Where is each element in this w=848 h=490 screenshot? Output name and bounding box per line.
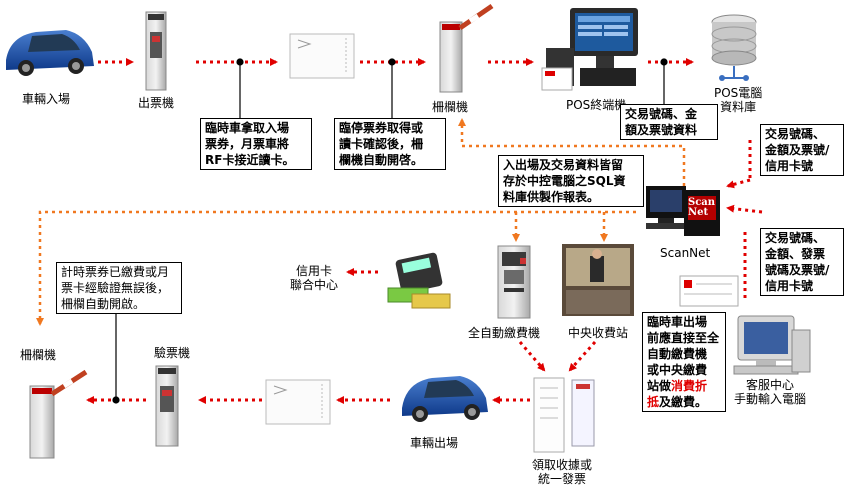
note-line: 信用卡號 (765, 159, 814, 173)
note-line: 票卡經驗證無誤後， (61, 281, 170, 295)
note-connectors (112, 58, 668, 404)
receipt-card-image (679, 275, 739, 307)
pos-terminal-label: POS終端機 (566, 98, 627, 112)
database-image (711, 14, 757, 81)
central-station-label: 中央收費站 (568, 326, 629, 340)
note-line: 入出場及交易資料皆留 (503, 158, 624, 172)
auto-pay-label: 全自動繳費機 (468, 326, 541, 340)
barrier-entry-image (439, 3, 494, 93)
pos-db-label-line1: POS電腦 (714, 86, 763, 100)
credit-center-label-line2: 聯合中心 (290, 278, 339, 292)
scannet-logo-top: Scan (688, 197, 716, 208)
note-line: RF卡接近讀卡。 (205, 153, 295, 167)
credit-center-label-line1: 信用卡 (296, 264, 333, 278)
note-text: 及繳費。 (659, 395, 708, 409)
central-station-image (562, 244, 634, 316)
credit-center-label: 信用卡 聯合中心 (290, 264, 338, 292)
note-service-data: 交易號碼、 金額、發票 號碼及票號/ 信用卡號 (760, 228, 844, 296)
note-line: 信用卡號 (765, 279, 814, 293)
service-center-label: 客服中心 手動輸入電腦 (734, 378, 806, 406)
note-db-to-scannet: 交易號碼、 金額及票號/ 信用卡號 (760, 124, 844, 176)
receipt-label-line2: 統一發票 (538, 472, 587, 486)
note-line-mixed: 抵及繳費。 (647, 394, 721, 410)
note-line: 票券，月票車將 (205, 137, 290, 151)
note-line: 柵欄自動開啟。 (61, 297, 146, 311)
pos-terminal-image (541, 8, 638, 91)
receipt-paper-image (533, 377, 595, 453)
note-line: 交易號碼、 (765, 127, 826, 141)
note-line: 臨時車出場 (647, 315, 708, 329)
scannet-logo-bottom: Net (688, 207, 709, 218)
note-line: 自動繳費機 (647, 347, 708, 361)
note-line: 交易號碼、金 (625, 107, 698, 121)
note-line: 欄機自動開啓。 (339, 153, 424, 167)
note-line: 存於中控電腦之SQL資 (503, 174, 626, 188)
receipt-label-line1: 領取收據或 (532, 458, 593, 472)
parking-ticket-image (289, 33, 355, 79)
note-line: 臨停票券取得或 (339, 121, 424, 135)
service-center-computer-image (733, 315, 811, 375)
car-entry-label: 車輛入場 (22, 92, 71, 106)
car-exit-image (402, 376, 488, 422)
car-entry-image (6, 30, 94, 76)
barrier-entry-label: 柵欄機 (432, 100, 469, 114)
note-line: 交易號碼、 (765, 231, 826, 245)
service-center-label-line1: 客服中心 (746, 378, 795, 392)
pos-db-label-line2: 資料庫 (720, 100, 757, 114)
pos-db-label: POS電腦 資料庫 (714, 86, 762, 114)
data-flow-arrows (36, 118, 686, 326)
car-exit-label: 車輛出場 (410, 436, 459, 450)
validator-label: 驗票機 (154, 346, 191, 360)
service-center-label-line2: 手動輸入電腦 (734, 392, 807, 406)
scannet-computer-image (646, 186, 720, 236)
note-barrier-open: 臨停票券取得或 讀卡確認後，柵 欄機自動開啓。 (334, 118, 446, 170)
note-exit-verify: 計時票券已繳費或月 票卡經驗證無誤後， 柵欄自動開啟。 (56, 262, 182, 314)
ticket-machine-label: 出票機 (138, 96, 175, 110)
note-text: 站做 (647, 379, 672, 393)
note-line: 或中央繳費 (647, 363, 708, 377)
note-line: 額及票號資料 (625, 123, 698, 137)
validator-machine-image (155, 365, 179, 447)
note-entry-card: 臨時車拿取入場 票券，月票車將 RF卡接近讀卡。 (200, 118, 312, 170)
note-line: 計時票券已繳費或月 (61, 265, 170, 279)
note-discount: 臨時車出場 前應直接至全 自動繳費機 或中央繳費 站做消費折 抵及繳費。 (642, 312, 726, 412)
note-line: 臨時車拿取入場 (205, 121, 290, 135)
credit-terminal-image (387, 252, 451, 309)
highlight-discount: 消費折 (671, 379, 708, 393)
note-pos-data: 交易號碼、金 額及票號資料 (620, 104, 718, 140)
note-line: 號碼及票號/ (765, 263, 830, 277)
note-line: 前應直接至全 (647, 331, 720, 345)
note-sql-store: 入出場及交易資料皆留 存於中控電腦之SQL資 料庫供製作報表。 (498, 155, 644, 207)
note-line-mixed: 站做消費折 (647, 378, 721, 394)
parking-ticket-exit-image (265, 379, 331, 425)
highlight-discount-end: 抵 (647, 395, 660, 409)
receipt-label: 領取收據或 統一發票 (532, 458, 592, 486)
note-line: 金額、發票 (765, 247, 826, 261)
barrier-exit-image (29, 369, 88, 459)
scannet-logo: Scan Net (688, 198, 715, 218)
ticket-machine-image (145, 11, 167, 91)
note-line: 讀卡確認後，柵 (339, 137, 424, 151)
auto-pay-machine-image (497, 245, 531, 319)
barrier-exit-label: 柵欄機 (20, 348, 57, 362)
scannet-label: ScanNet (660, 246, 711, 260)
note-line: 金額及票號/ (765, 143, 830, 157)
note-line: 料庫供製作報表。 (503, 190, 600, 204)
